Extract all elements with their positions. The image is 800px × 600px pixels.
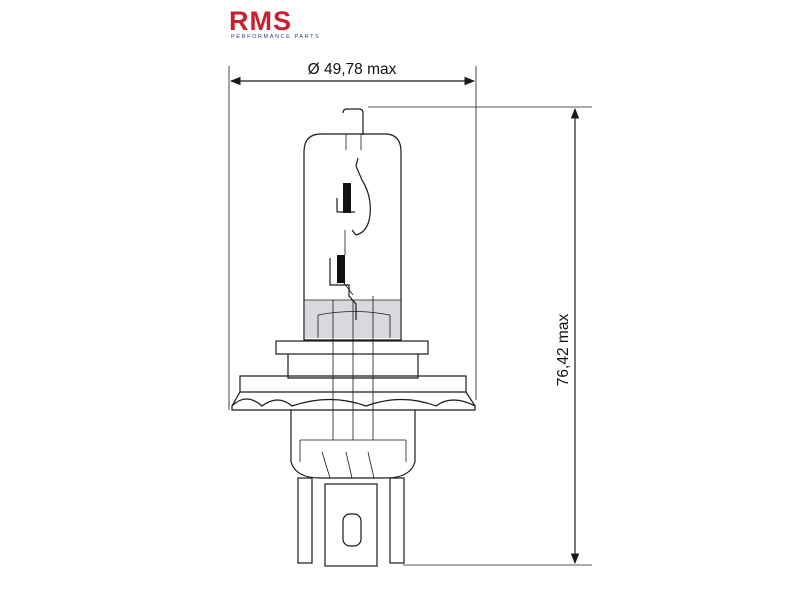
bulb-flange: [231, 340, 476, 411]
diameter-label: Ø 49,78 max: [308, 61, 397, 78]
terminals: [297, 477, 405, 567]
terminal-left: [297, 477, 313, 564]
high-beam-shield: [336, 198, 355, 213]
high-beam-lead: [351, 157, 371, 236]
low-beam-filament: [337, 255, 345, 283]
filament-supports: [343, 230, 354, 296]
high-beam-filament: [343, 183, 351, 213]
terminal-center-hole: [342, 513, 362, 547]
glass-bulb: [303, 133, 402, 341]
height-dimension: 76,42 max: [368, 106, 592, 566]
diameter-dimension: Ø 49,78 max: [228, 61, 477, 410]
terminal-right: [389, 477, 405, 564]
tip-neck: [345, 134, 362, 150]
glass-tip: [342, 108, 364, 135]
flange-neck: [287, 354, 419, 379]
flange-lobes: [231, 398, 476, 411]
filaments: [329, 157, 374, 440]
glass-inner-cup: [317, 311, 391, 338]
glass-envelope: [303, 108, 402, 341]
base-ribs: [321, 451, 375, 479]
bulb-base: [290, 410, 416, 479]
upper-flange: [275, 340, 429, 355]
logo-wordmark: RMS: [229, 6, 292, 36]
rms-logo: RMS PERFORMANCE PARTS: [229, 6, 320, 40]
terminal-center: [324, 483, 378, 567]
logo-tagline: PERFORMANCE PARTS: [231, 34, 320, 40]
height-label: 76,42 max: [555, 314, 572, 387]
low-beam-lead: [329, 258, 357, 320]
glass-base-band: [305, 300, 400, 338]
base-detail: [299, 439, 407, 462]
bulb: [231, 108, 476, 567]
base-body: [290, 410, 416, 479]
lead-wires: [332, 296, 374, 440]
flange-bevel: [231, 391, 476, 407]
